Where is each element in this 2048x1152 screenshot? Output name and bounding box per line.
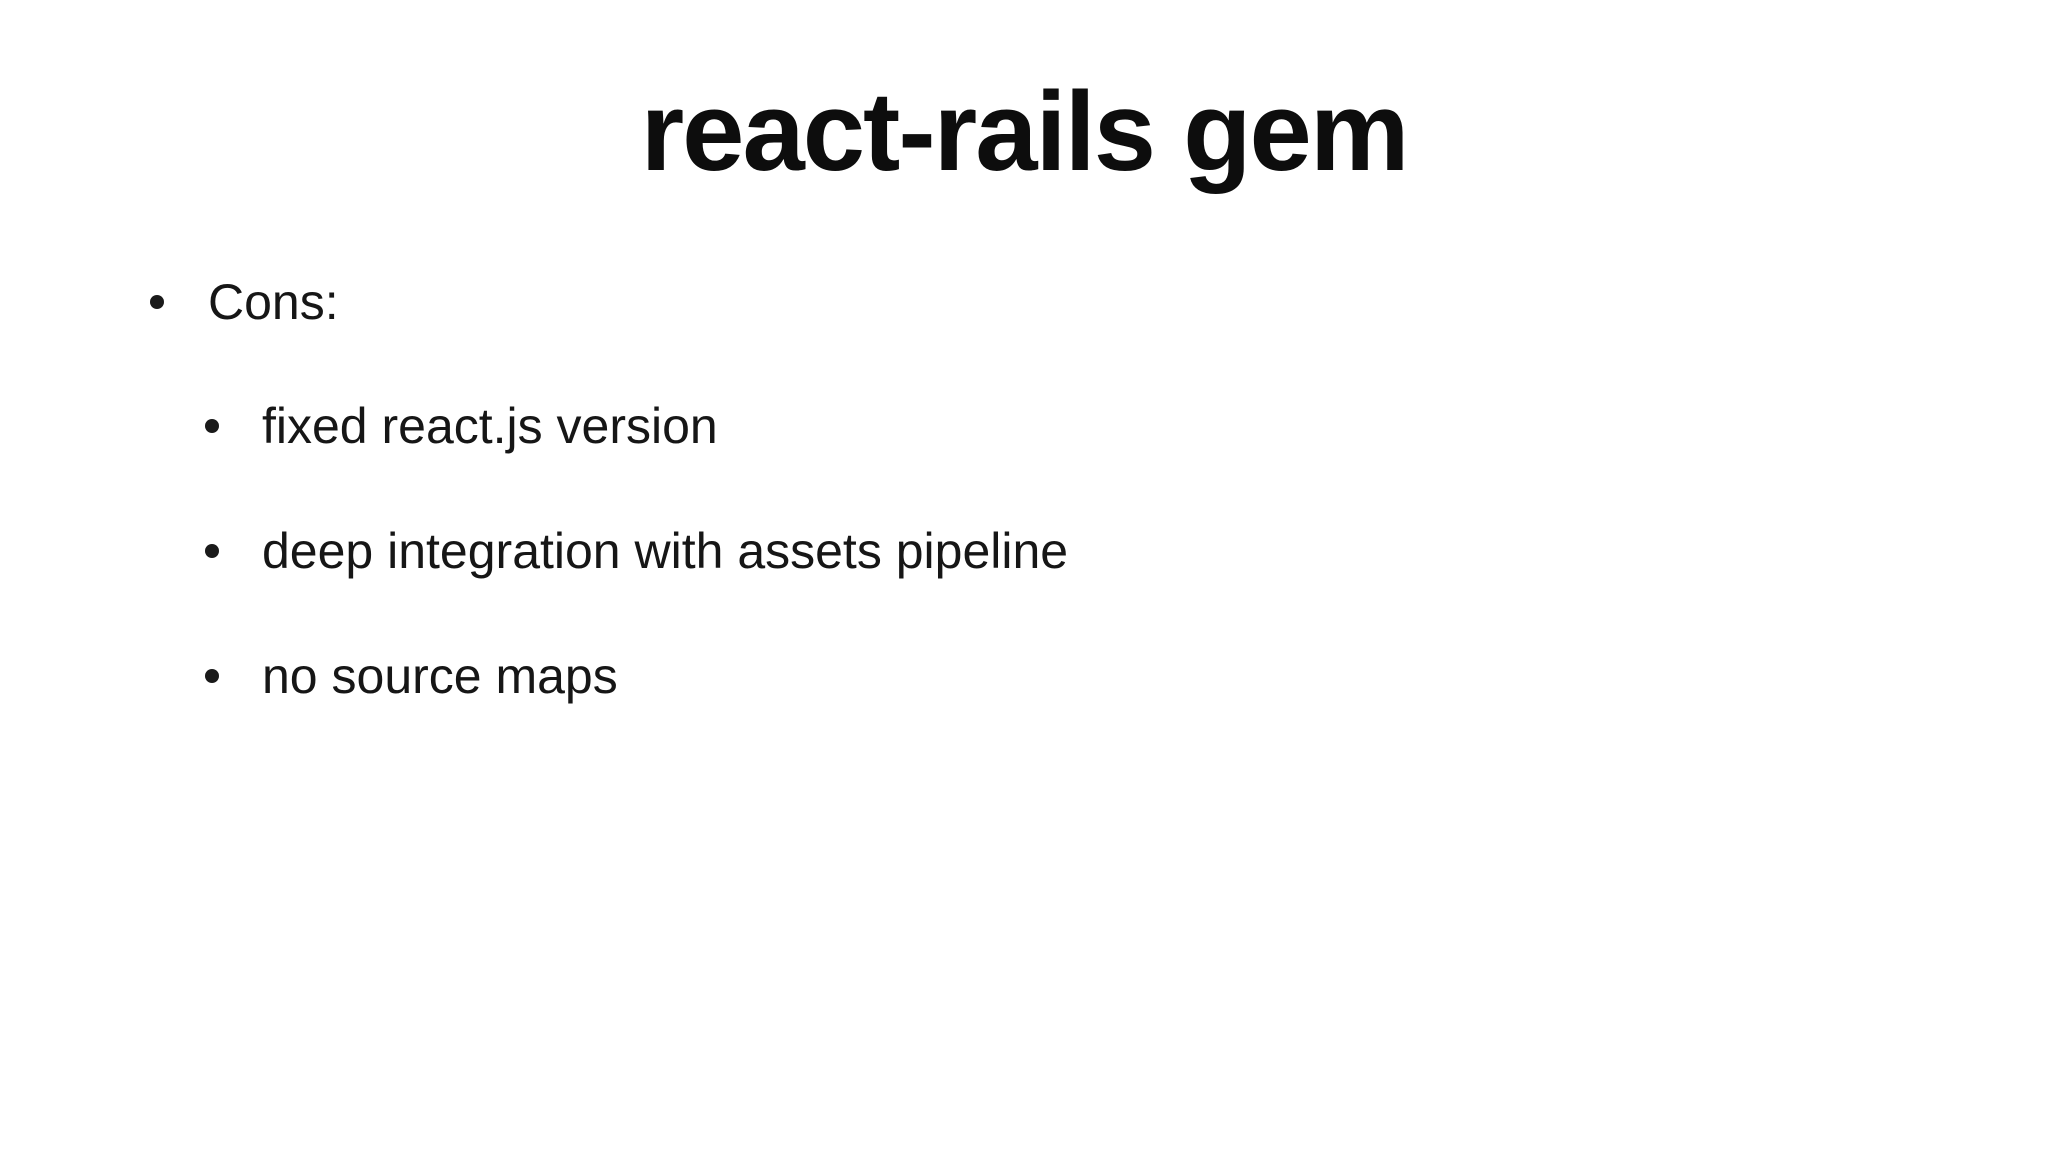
sub-bullet-item: no source maps: [205, 644, 618, 708]
slide-title: react-rails gem: [640, 69, 1410, 194]
bullet-dot-icon: [205, 419, 219, 433]
sub-bullet-text: fixed react.js version: [262, 398, 718, 454]
sub-bullet-item: fixed react.js version: [205, 394, 718, 458]
bullet-dot-icon: [205, 669, 219, 683]
bullet-dot-icon: [205, 544, 219, 558]
sub-bullet-text: no source maps: [262, 648, 618, 704]
bullet-text: Cons:: [208, 274, 339, 330]
sub-bullet-text: deep integration with assets pipeline: [262, 523, 1069, 579]
bullet-dot-icon: [150, 295, 164, 309]
bullet-item-cons: Cons:: [150, 270, 339, 334]
sub-bullet-item: deep integration with assets pipeline: [205, 519, 1068, 583]
